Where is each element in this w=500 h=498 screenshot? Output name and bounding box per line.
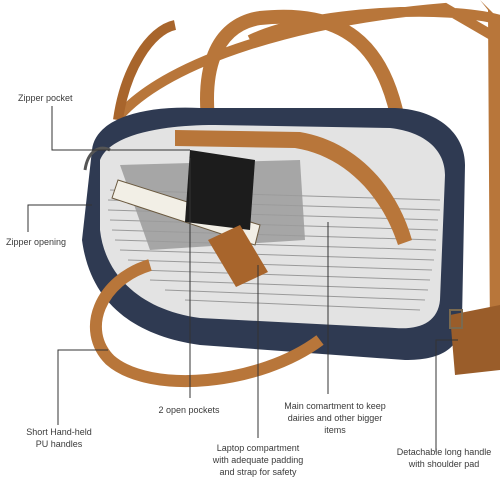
zipper-opening bbox=[83, 146, 111, 171]
buckle bbox=[449, 309, 463, 329]
laptop-strap bbox=[208, 225, 268, 287]
leader-handles bbox=[57, 349, 108, 425]
leader-shoulder-handle bbox=[435, 339, 458, 452]
zipper-pocket-trim bbox=[175, 130, 412, 245]
callout-main-compartment: Main comartment to keep dairies and othe… bbox=[284, 401, 386, 435]
callout-zipper-opening: Zipper opening bbox=[6, 237, 67, 247]
leader-zipper-opening bbox=[27, 204, 92, 232]
top-handle bbox=[200, 9, 407, 137]
top-handle-left bbox=[113, 20, 177, 121]
callout-open-pockets: 2 open pockets bbox=[158, 405, 220, 415]
callout-zipper-pocket: Zipper pocket bbox=[18, 93, 73, 103]
phone-device bbox=[185, 150, 255, 230]
short-handle bbox=[89, 259, 324, 387]
leader-lines bbox=[27, 106, 458, 452]
callout-laptop-compartment: Laptop compartment with adequate padding… bbox=[212, 443, 304, 477]
lining-stripes bbox=[107, 189, 441, 311]
leader-zipper-pocket bbox=[51, 106, 190, 151]
shoulder-strap bbox=[116, 2, 500, 119]
shoulder-strap-right bbox=[480, 0, 500, 340]
callout-shoulder-handle: Detachable long handle with shoulder pad bbox=[396, 447, 492, 469]
callout-handles: Short Hand-held PU handles bbox=[26, 427, 92, 449]
